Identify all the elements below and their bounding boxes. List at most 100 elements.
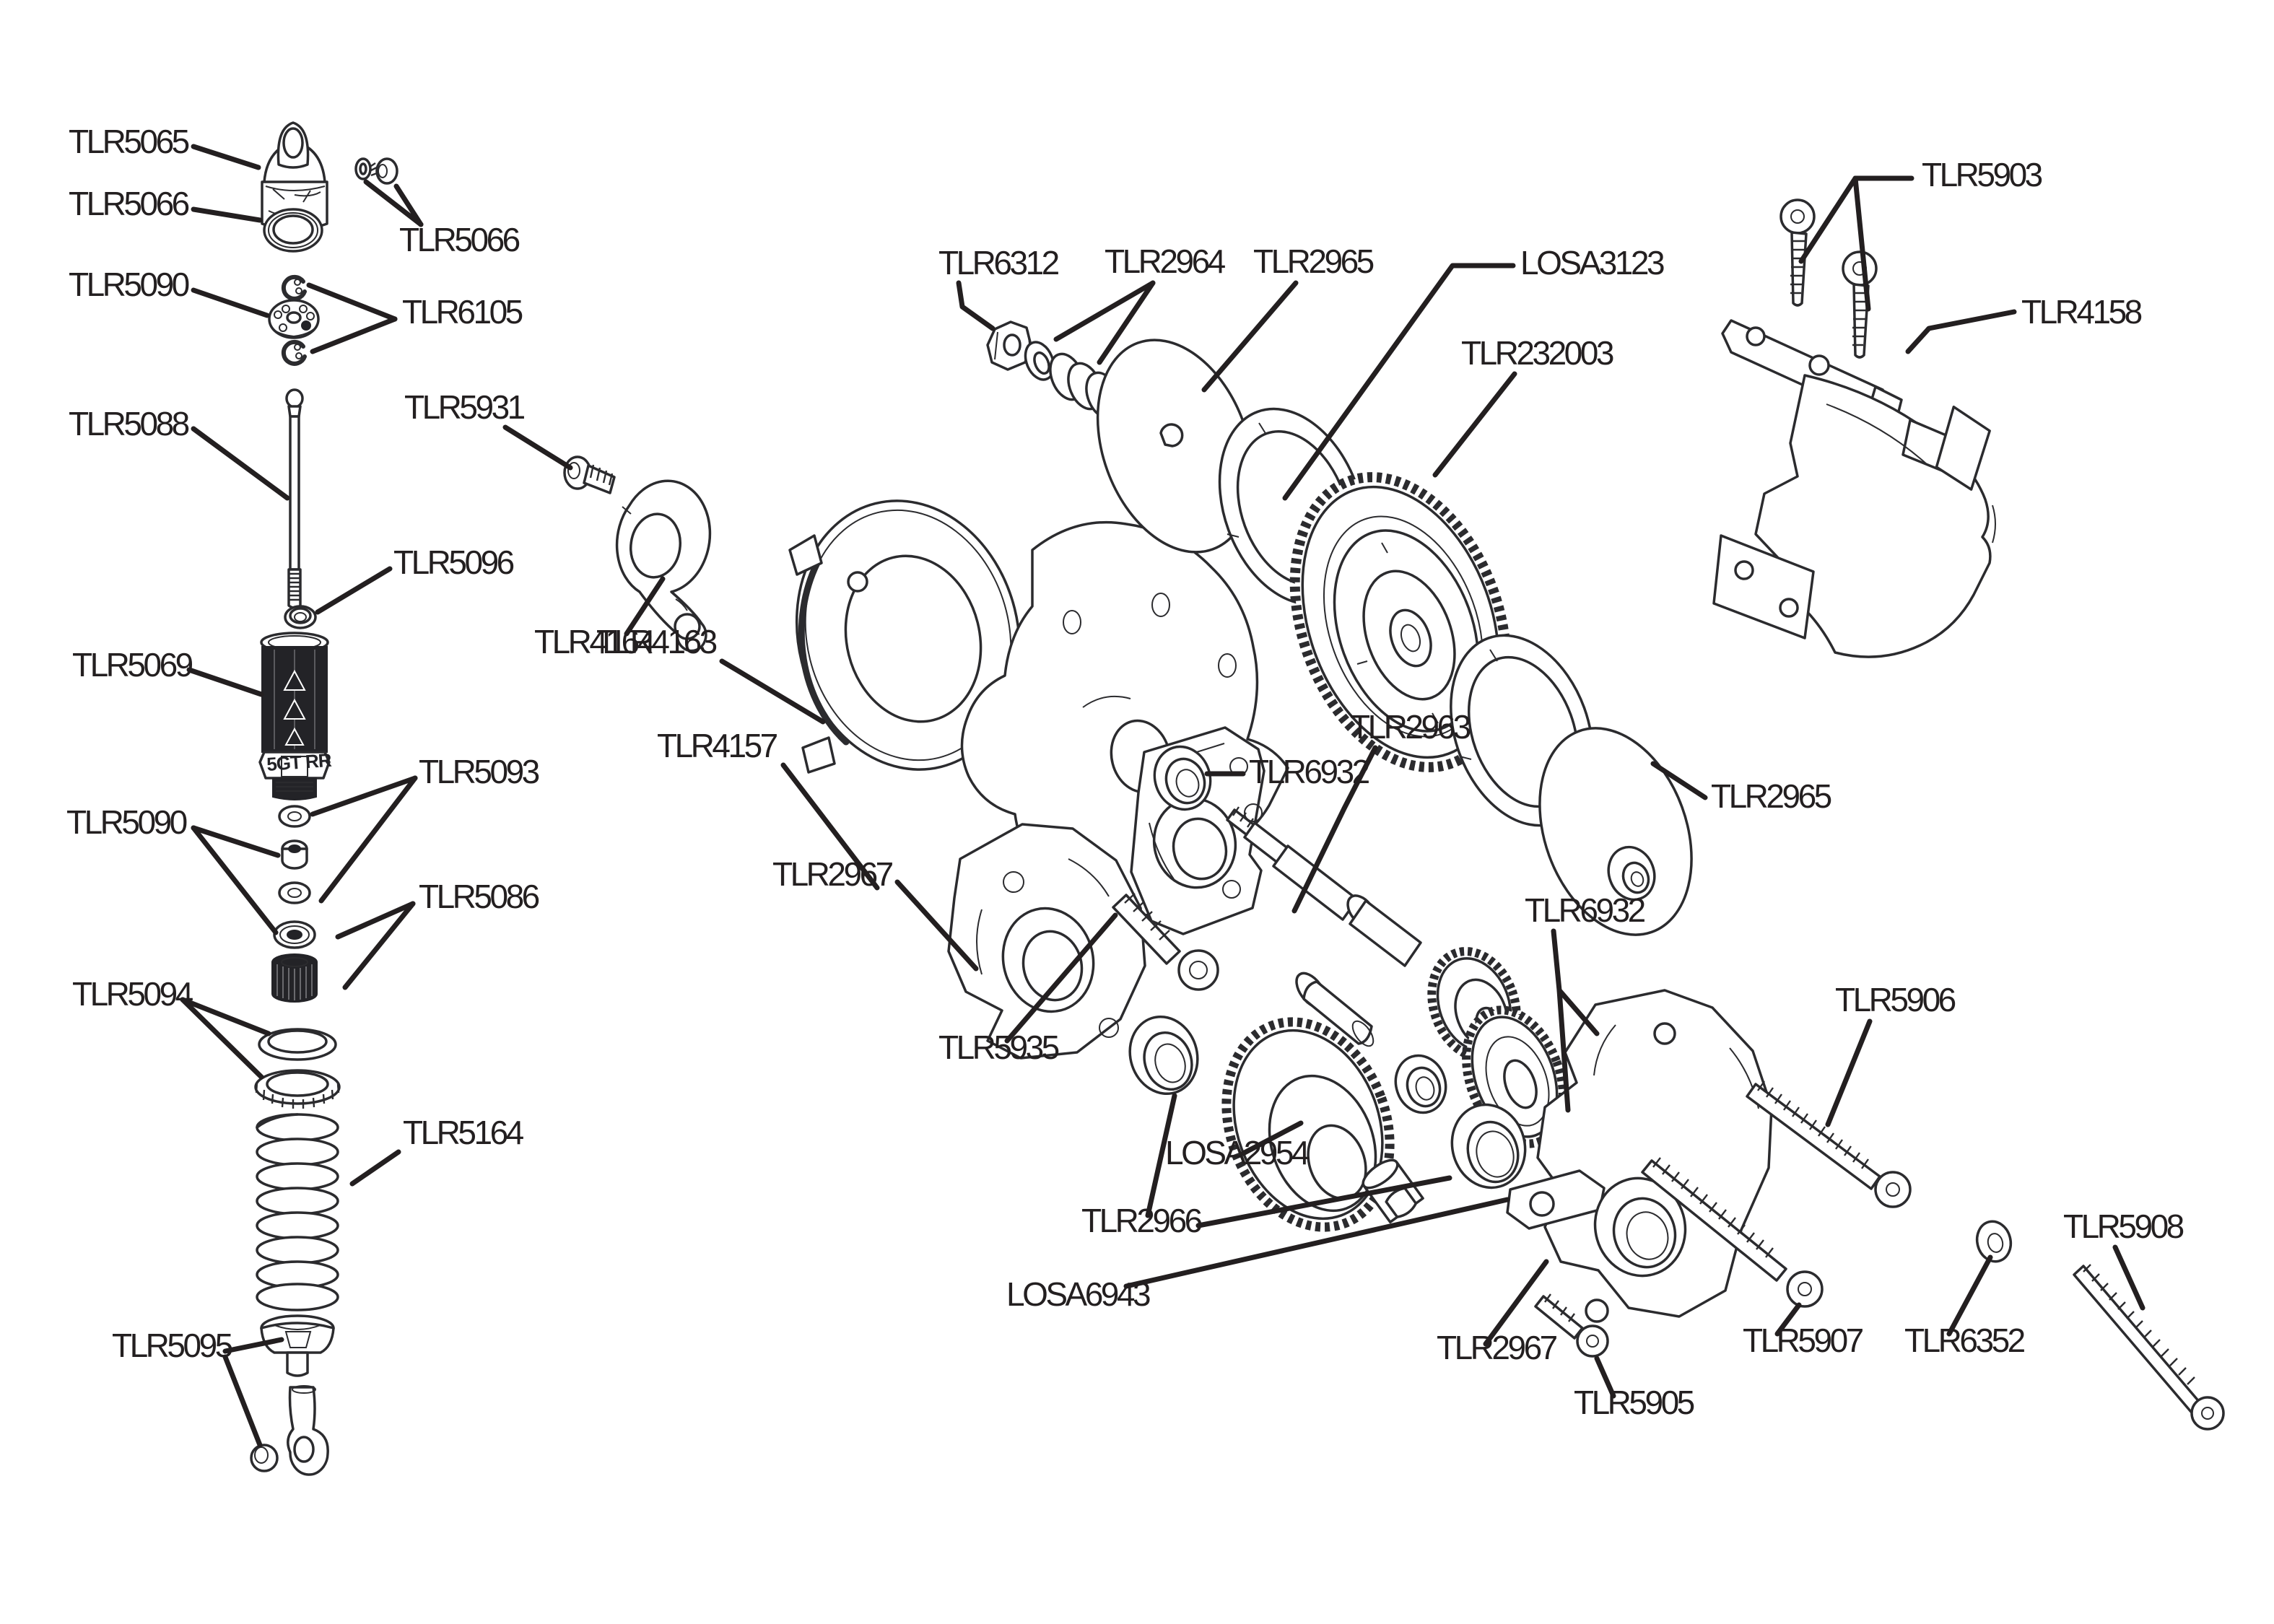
piston-washer-stack-drawing [273, 805, 316, 949]
leader-line-tlr5094-13-1 [180, 997, 264, 1080]
part-label-tlr6352-38: TLR6352 [1904, 1322, 2025, 1359]
part-label-tlr2964-17: TLR2964 [1105, 243, 1226, 280]
seal-cartridge-drawing [271, 953, 318, 1003]
cam-lever-drawing [615, 479, 712, 652]
part-label-tlr5095-15: TLR5095 [112, 1327, 232, 1364]
part-label-tlr5065-0: TLR5065 [69, 123, 189, 160]
part-label-tlr4158-22: TLR4158 [2021, 293, 2142, 331]
part-label-tlr2965-27: TLR2965 [1711, 777, 1831, 815]
leader-line-tlr5908-35-0 [2112, 1244, 2146, 1311]
part-label-tlr6932-29: TLR6932 [1525, 891, 1645, 929]
case-left-half-drawing [947, 823, 1146, 1060]
part-label-losa2954-32: LOSA2954 [1165, 1134, 1310, 1171]
spring-cup-rodend-drawing [250, 1314, 335, 1476]
spring-collars-drawing [254, 1028, 341, 1109]
leader-line-tlr5096-7-0 [315, 566, 393, 615]
part-label-tlr5090-3: TLR5090 [69, 266, 189, 303]
part-label-tlr4164-8: TLR4164 [534, 623, 655, 660]
part-label-tlr232003-20: TLR232003 [1461, 334, 1613, 372]
part-label-tlr5935-31: TLR5935 [938, 1029, 1059, 1066]
leader-line-tlr6312-16-0 [956, 280, 996, 331]
part-label-tlr2965-18: TLR2965 [1253, 243, 1374, 280]
leader-line-tlr2966-33-1 [1195, 1175, 1452, 1228]
part-label-tlr2967-36: TLR2967 [1437, 1329, 1557, 1366]
part-label-tlr5907-37: TLR5907 [1743, 1322, 1863, 1359]
screw-5908-drawing [2073, 1264, 2225, 1431]
leader-line-tlr6105-4-0 [306, 282, 398, 322]
leader-line-tlr2964-17-0 [1053, 280, 1156, 342]
big-bearing-drawing [1450, 1103, 1527, 1189]
leader-line-tlr6105-4-1 [310, 316, 398, 354]
part-label-tlr2963-25: TLR2963 [1350, 708, 1471, 746]
guard-screws-drawing [1779, 198, 1878, 359]
bleed-washer-screw-drawing [354, 157, 398, 185]
leader-line-tlr5095-15-0 [222, 1337, 284, 1354]
leader-line-tlr5065-0-0 [191, 144, 261, 170]
leader-line-tlr4164-8-0 [624, 576, 666, 637]
leader-line-tlr2963-25-0 [1291, 745, 1378, 914]
leader-line-tlr5093-10-0 [310, 775, 418, 817]
shock-shaft-drawing [285, 388, 304, 609]
leader-lines [180, 144, 2146, 1448]
part-label-tlr5088-5: TLR5088 [69, 405, 189, 442]
part-label-tlr5094-13: TLR5094 [72, 975, 193, 1013]
leader-line-tlr5906-30-0 [1825, 1018, 1873, 1127]
part-label-tlr5906-30: TLR5906 [1835, 981, 1956, 1018]
part-label-tlr5164-14: TLR5164 [403, 1114, 524, 1151]
case-screw-drawing [1112, 893, 1219, 991]
part-label-tlr5931-6: TLR5931 [404, 388, 525, 426]
leader-line-tlr5907-37-0 [1774, 1302, 1802, 1337]
part-label-tlr5903-21: TLR5903 [1922, 156, 2042, 193]
part-label-tlr2966-33: TLR2966 [1081, 1202, 1202, 1239]
leader-line-tlr5903-21-1 [1852, 175, 1871, 312]
screw-5907-drawing [1641, 1157, 1824, 1308]
motor-adapter-ring-drawing [788, 499, 1021, 774]
part-label-tlr6932-26: TLR6932 [1249, 753, 1369, 790]
diff-gear-drawing [1221, 1017, 1424, 1232]
washer-6352-drawing [1975, 1220, 2013, 1263]
leader-line-tlr5095-15-1 [222, 1354, 263, 1448]
leader-line-tlr2965-18-0 [1201, 280, 1299, 393]
part-label-tlr4163-23: TLR4163 [596, 623, 717, 660]
part-labels: TLR5065TLR5066TLR5066TLR5090TLR6105TLR50… [66, 123, 2186, 1421]
left-diff-bearing-drawing [1128, 1015, 1199, 1096]
leader-line-tlr2965-27-0 [1650, 761, 1708, 800]
leader-line-tlr5090-11-1 [191, 825, 279, 935]
shaft-guide-washer-drawing [284, 605, 317, 629]
leader-line-tlr5066-1-0 [191, 206, 263, 223]
diff-bearing-small-drawing [1394, 1054, 1447, 1114]
shock-cap-oring-drawing [263, 208, 323, 253]
leader-line-tlr232003-20-0 [1432, 371, 1517, 478]
part-label-losa6943-34: LOSA6943 [1006, 1275, 1150, 1313]
screw-5906-drawing [1746, 1081, 1912, 1208]
slipper-disc-rear-drawing [1538, 727, 1693, 936]
leader-line-tlr5094-13-0 [180, 997, 271, 1036]
leader-line-tlr6932-29-1 [1556, 987, 1571, 1113]
leader-line-losa2954-32-0 [1240, 1120, 1304, 1156]
leader-line-tlr5164-14-0 [349, 1149, 401, 1187]
top-shaft-bearing-drawing [1153, 745, 1212, 811]
part-label-tlr5086-12: TLR5086 [419, 878, 539, 915]
idler-pin-drawing [1295, 972, 1375, 1047]
leader-line-tlr5090-11-0 [191, 825, 281, 858]
cam-screw-drawing [563, 455, 616, 494]
part-label-tlr2967-28: TLR2967 [772, 855, 893, 893]
leader-line-tlr4163-23-0 [719, 658, 826, 725]
leader-line-tlr5066-2-0 [363, 179, 424, 227]
shock-spring-drawing [256, 1113, 339, 1311]
leader-line-tlr5086-12-1 [342, 901, 416, 990]
part-label-tlr5090-11: TLR5090 [66, 803, 187, 841]
case-right-half-drawing [1506, 989, 1773, 1323]
leader-line-tlr5935-31-0 [1004, 912, 1118, 1044]
leader-line-tlr5090-3-0 [191, 287, 270, 318]
part-label-tlr5096-7: TLR5096 [393, 543, 514, 581]
leader-line-tlr5931-6-0 [502, 424, 573, 471]
part-label-tlr6312-16: TLR6312 [938, 244, 1059, 281]
part-label-tlr5093-10: TLR5093 [419, 753, 539, 790]
top-shaft-drawing [1226, 806, 1422, 967]
leader-line-tlr5088-5-0 [191, 426, 290, 501]
motor-guard-drawing [1712, 319, 1996, 658]
leader-line-losa6943-34-0 [1123, 1197, 1510, 1289]
part-label-tlr4157-24: TLR4157 [657, 727, 777, 764]
